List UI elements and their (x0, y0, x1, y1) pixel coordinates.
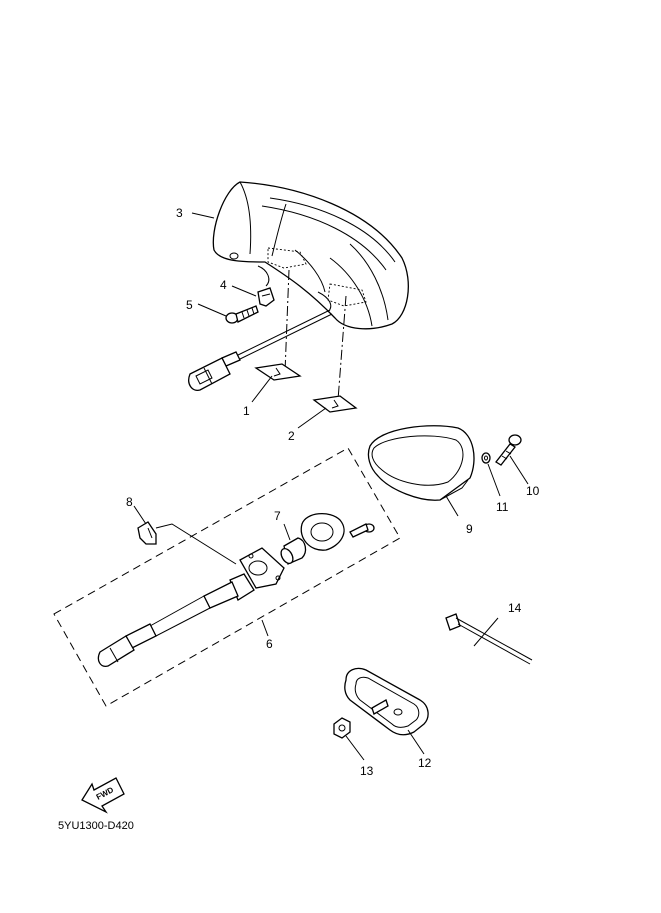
cable-tie-icon[interactable] (445, 613, 533, 665)
gasket-icon[interactable] (344, 667, 429, 736)
nut-icon[interactable] (333, 717, 351, 739)
screw-icon[interactable] (225, 305, 259, 324)
socket-harness-icon[interactable] (97, 547, 285, 667)
center-line (284, 269, 290, 373)
callout-11: 11 (496, 500, 509, 514)
callout-5: 5 (186, 298, 193, 312)
callout-7: 7 (274, 509, 281, 523)
diagram-code: 5YU1300-D420 (58, 820, 134, 832)
callout-4: 4 (220, 278, 227, 292)
bulb-icon[interactable] (279, 537, 307, 565)
housing-harness-icon (188, 309, 333, 391)
callout-12: 12 (418, 756, 432, 770)
callout-13: 13 (360, 764, 374, 778)
socket-cover-icon[interactable] (300, 513, 345, 551)
clip-icon[interactable] (257, 287, 275, 307)
callout-10: 10 (526, 484, 540, 498)
callout-14: 14 (508, 601, 522, 615)
callout-9: 9 (466, 522, 473, 536)
callout-3: 3 (176, 206, 183, 220)
callout-1: 1 (243, 404, 250, 418)
fwd-arrow-icon: FWD (81, 777, 125, 814)
washer-icon[interactable] (481, 452, 491, 464)
callout-8: 8 (126, 495, 133, 509)
callout-2: 2 (288, 429, 295, 443)
label-plate-icon[interactable] (312, 395, 358, 413)
clip-icon[interactable] (137, 521, 157, 545)
taillight-housing-icon[interactable] (212, 181, 409, 330)
label-plate-icon[interactable] (254, 363, 302, 381)
assembly-boundary (53, 447, 401, 707)
callout-6: 6 (266, 637, 273, 651)
screw-icon[interactable] (495, 434, 522, 466)
lens-icon[interactable] (367, 425, 475, 501)
screw-icon[interactable] (349, 523, 375, 538)
center-line (337, 295, 347, 401)
